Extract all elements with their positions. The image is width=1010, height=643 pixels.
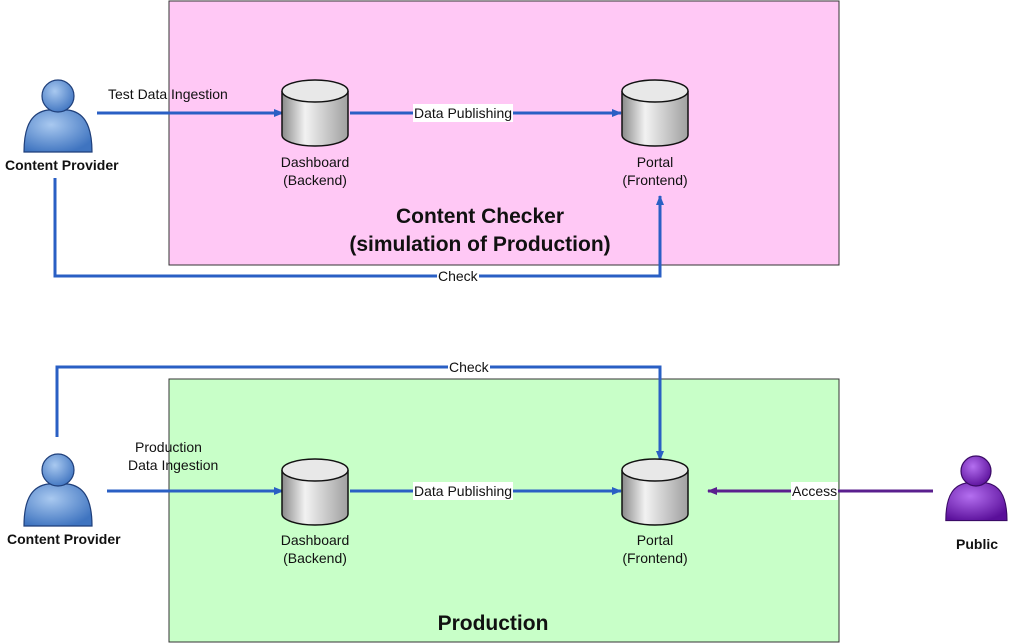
checker-portal-db-icon [621,79,689,147]
production-title: Production [437,612,549,635]
production-dashboard-db-icon [281,458,349,526]
production-ingestion-line1: Production [135,439,202,455]
content-checker-region [168,0,840,266]
checker-publishing-label: Data Publishing [413,104,514,122]
public-person-icon [945,455,1008,522]
production-dashboard-line2: (Backend) [283,550,347,566]
production-content-provider-name: Content Provider [7,531,121,547]
checker-portal-line1: Portal [636,154,674,170]
checker-portal-label: Portal (Frontend) [605,153,705,189]
production-ingestion-label: Production Data Ingestion [128,438,244,474]
production-region [168,378,840,643]
public-name: Public [956,536,999,552]
production-dashboard-label: Dashboard (Backend) [265,531,365,567]
production-portal-line2: (Frontend) [622,550,688,566]
production-dashboard-line1: Dashboard [280,532,350,548]
production-ingestion-line2: Data Ingestion [128,457,219,473]
checker-content-provider-name: Content Provider [5,157,119,173]
checker-check-arrow [53,178,664,278]
access-label: Access [791,482,839,500]
checker-content-provider-person-icon [23,79,93,153]
checker-dashboard-line1: Dashboard [280,154,350,170]
production-publishing-label: Data Publishing [413,482,514,500]
production-check-arrow [55,365,664,461]
production-portal-line1: Portal [636,532,674,548]
checker-dashboard-db-icon [281,79,349,147]
production-content-provider-person-icon [23,453,93,527]
production-portal-label: Portal (Frontend) [605,531,705,567]
production-check-label: Check [448,358,490,376]
checker-check-label: Check [437,267,479,285]
content-checker-title-line2: (simulation of Production) [349,233,611,256]
checker-portal-line2: (Frontend) [622,172,688,188]
test-ingestion-label: Test Data Ingestion [108,86,228,102]
checker-dashboard-line2: (Backend) [283,172,347,188]
content-checker-title: Content Checker (simulation of Productio… [280,203,680,259]
checker-dashboard-label: Dashboard (Backend) [265,153,365,189]
content-checker-title-line1: Content Checker [395,205,565,228]
production-portal-db-icon [621,458,689,526]
